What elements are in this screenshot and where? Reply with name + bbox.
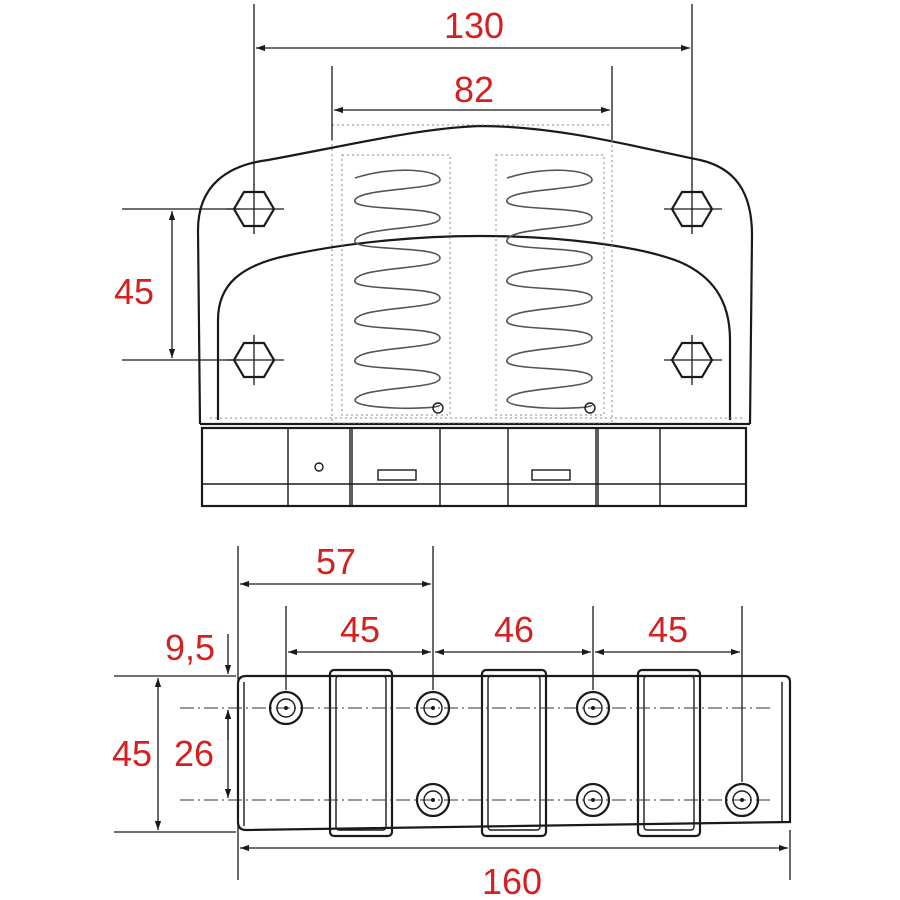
mounting-hole [415, 782, 451, 818]
bottom-view: 57 45 46 45 9,5 45 26 160 [112, 541, 792, 900]
base-plate-front [200, 426, 748, 508]
dim-label-57: 57 [316, 541, 356, 582]
dim-label-45-bottom: 45 [112, 733, 152, 774]
spring-left [354, 169, 441, 410]
dim-label-26: 26 [174, 733, 214, 774]
dim-label-9-5: 9,5 [165, 627, 215, 668]
spring-pocket-left [341, 154, 451, 416]
channel-2 [480, 668, 548, 838]
spring-channel-outline [331, 124, 613, 424]
channel-3 [636, 668, 702, 838]
dim-label-82: 82 [454, 69, 494, 110]
dimension-160: 160 [240, 844, 788, 900]
dimension-130: 130 [253, 4, 693, 185]
dim-label-pitch-b: 46 [494, 609, 534, 650]
spring-right [506, 169, 593, 410]
mounting-hole [575, 690, 611, 726]
dimension-57: 57 [240, 541, 431, 588]
dimension-26: 26 [174, 710, 232, 798]
mounting-hole [724, 782, 760, 818]
spring-end-right [584, 402, 596, 414]
hex-nut-top-right [664, 184, 722, 234]
spring-pocket-right [495, 154, 605, 416]
mounting-hole [575, 782, 611, 818]
plate-outline [236, 674, 792, 832]
housing-outline [196, 124, 754, 425]
dimension-9-5: 9,5 [165, 627, 232, 740]
dimension-82: 82 [331, 66, 613, 140]
dimension-chain: 45 46 45 [288, 609, 740, 656]
dim-label-130: 130 [444, 5, 504, 46]
channel-1 [328, 668, 394, 838]
mounting-hole [268, 690, 304, 726]
inner-cover-outline [216, 234, 732, 420]
hex-nut-bottom-right [664, 335, 722, 385]
dim-label-160: 160 [482, 861, 542, 900]
spring-end-left [432, 402, 444, 414]
dimension-45-vertical-top: 45 [114, 208, 240, 361]
dim-label-45-top: 45 [114, 271, 154, 312]
dim-label-pitch-c: 45 [648, 609, 688, 650]
top-view: 130 82 45 [114, 4, 754, 508]
dim-label-pitch-a: 45 [340, 609, 380, 650]
mounting-hole [415, 690, 451, 726]
dimension-45-vertical-bottom: 45 [112, 678, 162, 830]
